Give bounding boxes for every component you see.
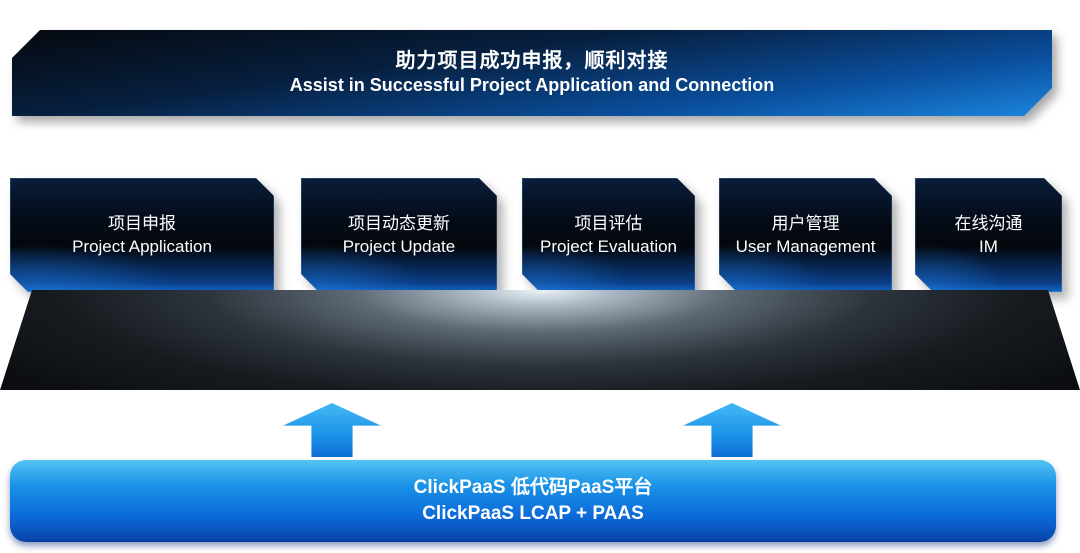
module-label-en: Project Application bbox=[72, 237, 212, 257]
banner-title-en: Assist in Successful Project Application… bbox=[289, 75, 775, 96]
module-box-project-application: 项目申报 Project Application bbox=[10, 178, 274, 292]
module-box-project-evaluation: 项目评估 Project Evaluation bbox=[522, 178, 695, 292]
header-banner: 助力项目成功申报，顺利对接 Assist in Successful Proje… bbox=[12, 30, 1052, 116]
banner-title-zh: 助力项目成功申报，顺利对接 bbox=[395, 50, 669, 73]
module-box-shape: 项目评估 Project Evaluation bbox=[522, 178, 695, 292]
perspective-platform bbox=[0, 290, 1080, 390]
clickpaas-platform-bar: ClickPaaS 低代码PaaS平台 ClickPaaS LCAP + PAA… bbox=[10, 460, 1056, 542]
module-box-shape: 用户管理 User Management bbox=[719, 178, 892, 292]
module-box-online-im: 在线沟通 IM bbox=[915, 178, 1062, 292]
module-label-zh: 用户管理 bbox=[771, 213, 840, 233]
module-box-project-update: 项目动态更新 Project Update bbox=[301, 178, 497, 292]
module-box-shape: 项目动态更新 Project Update bbox=[301, 178, 497, 292]
module-label-en: Project Evaluation bbox=[539, 237, 678, 257]
module-label-zh: 项目动态更新 bbox=[348, 213, 450, 233]
module-label-en: User Management bbox=[735, 237, 876, 257]
module-label-zh: 项目申报 bbox=[108, 213, 176, 233]
arrow-up-icon bbox=[283, 403, 381, 457]
module-label-en: IM bbox=[979, 237, 998, 257]
module-box-shape: 项目申报 Project Application bbox=[10, 178, 274, 292]
platform-bar-title-en: ClickPaaS LCAP + PAAS bbox=[422, 502, 644, 524]
module-label-zh: 在线沟通 bbox=[954, 213, 1023, 233]
module-box-user-management: 用户管理 User Management bbox=[719, 178, 892, 292]
module-label-en: Project Update bbox=[342, 237, 456, 257]
module-label-zh: 项目评估 bbox=[574, 213, 643, 233]
header-banner-shape: 助力项目成功申报，顺利对接 Assist in Successful Proje… bbox=[12, 30, 1052, 116]
module-box-shape: 在线沟通 IM bbox=[915, 178, 1062, 292]
arrow-up-icon bbox=[683, 403, 781, 457]
platform-bar-title-zh: ClickPaaS 低代码PaaS平台 bbox=[413, 477, 653, 499]
